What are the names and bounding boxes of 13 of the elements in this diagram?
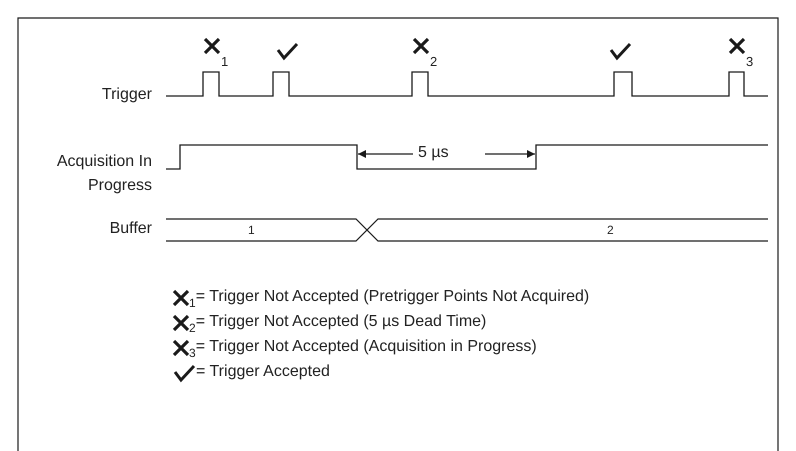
signal-label: Trigger — [100, 86, 152, 104]
subscript-number: 3 — [746, 55, 754, 70]
segment-number: 2 — [607, 224, 614, 238]
legend-text: $_{2}$= Trigger Not Accepted (5 µs Dead Time) — [189, 312, 486, 332]
segment-number: 1 — [248, 224, 255, 238]
dimension-label: 5 µs — [418, 144, 449, 162]
signal-label: Acquisition In Progress — [56, 152, 152, 196]
legend-text: $_{1}$= Trigger Not Accepted (Pretrigger Points Not Acquired) — [189, 287, 590, 307]
legend-text: $_{3}$= Trigger Not Accepted (Acquisition in Progress) — [189, 337, 537, 357]
subscript-number: 1 — [221, 55, 228, 70]
signal-label: Buffer — [108, 220, 152, 238]
legend-text: = Trigger Accepted — [196, 362, 330, 382]
subscript-number: 2 — [430, 55, 438, 70]
